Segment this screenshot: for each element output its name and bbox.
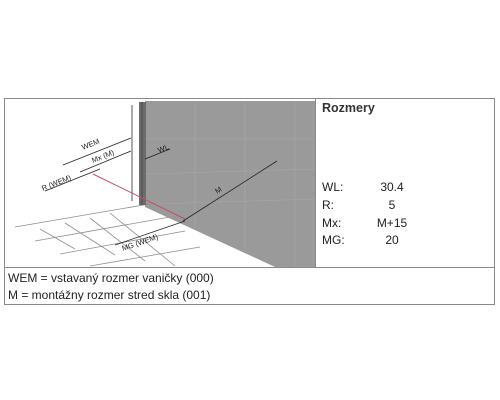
dimension-value: M+15 xyxy=(376,216,408,230)
dimension-key: Mx: xyxy=(322,216,342,230)
dimension-lines xyxy=(44,137,278,246)
wall-panel xyxy=(145,101,315,267)
label-mg: MG (WEM) xyxy=(121,232,160,253)
dimension-value: 30.4 xyxy=(380,180,404,194)
dimensions-frame: WEM Mx (M) R (WEM) WL M MG (WEM) Rozmery… xyxy=(4,98,495,305)
wall-tile-grid xyxy=(144,101,315,267)
dimension-value: 20 xyxy=(385,233,399,247)
shower-installation-diagram: WEM Mx (M) R (WEM) WL M MG (WEM) xyxy=(14,101,315,267)
marker-line xyxy=(92,173,186,220)
legend-line: M = montážny rozmer stred skla (001) xyxy=(8,288,211,302)
dimension-key: MG: xyxy=(322,233,345,247)
dimension-value: 5 xyxy=(388,198,396,212)
label-wl: WL xyxy=(156,142,170,155)
dimension-row: MG: 20 xyxy=(322,233,492,249)
panel-title: Rozmery xyxy=(322,101,375,115)
label-m: M xyxy=(213,185,223,196)
dimension-key: WL: xyxy=(322,180,344,194)
legend: WEM = vstavaný rozmer vaničky (000) M = … xyxy=(8,270,214,304)
dimension-key: R: xyxy=(322,198,334,212)
dimension-row: Mx: M+15 xyxy=(322,216,492,232)
dimension-row: R: 5 xyxy=(322,198,492,214)
vertical-divider xyxy=(315,99,316,267)
dimensions-panel: Rozmery WL: 30.4 R: 5 Mx: M+15 MG: 20 xyxy=(316,99,494,267)
label-wem: WEM xyxy=(80,137,100,152)
glass-panel xyxy=(139,102,146,205)
dimension-row: WL: 30.4 xyxy=(322,180,492,196)
label-r: R (WEM) xyxy=(40,173,72,193)
horizontal-divider xyxy=(5,267,494,268)
legend-line: WEM = vstavaný rozmer vaničky (000) xyxy=(8,271,214,285)
